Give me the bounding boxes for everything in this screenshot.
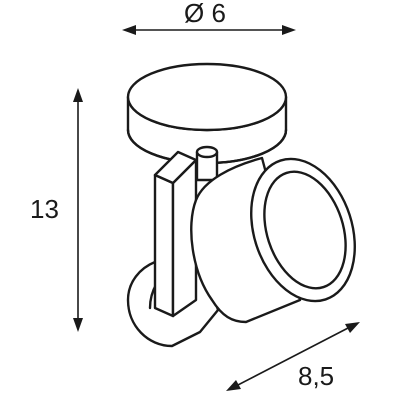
depth-dimension-line (235, 326, 351, 387)
depth-label: 8,5 (298, 361, 334, 391)
stem (195, 145, 219, 182)
diameter-dimension: Ø 6 (122, 0, 296, 35)
lamp-lens (263, 170, 347, 290)
stem-top (195, 145, 219, 159)
depth-arrow-end (345, 322, 360, 333)
height-label: 13 (30, 194, 59, 224)
lamp-head (190, 156, 356, 324)
arm-side (153, 173, 175, 318)
height-arrow-bottom (73, 318, 83, 332)
depth-dimension: 8,5 (226, 322, 360, 391)
depth-arrow-start (226, 380, 241, 391)
arm-top (153, 150, 198, 185)
mounting-arm (153, 150, 198, 318)
diameter-arrow-right (282, 25, 296, 35)
height-dimension: 13 (30, 88, 83, 332)
height-arrow-top (73, 88, 83, 102)
ceiling-canopy (126, 62, 288, 165)
diameter-arrow-left (122, 25, 136, 35)
canopy-top (126, 62, 288, 132)
diameter-label: Ø 6 (184, 0, 226, 28)
